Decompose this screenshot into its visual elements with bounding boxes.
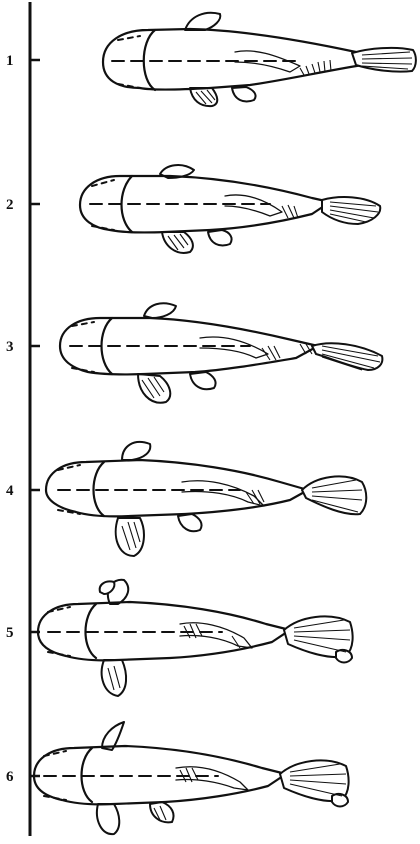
frame-label-3: 3 xyxy=(6,339,14,355)
tail-fin xyxy=(352,48,416,72)
frame-label-6: 6 xyxy=(6,769,14,785)
pectoral-fin-left xyxy=(116,518,144,556)
pelvic-fin-left xyxy=(190,372,216,389)
fish-frame-6 xyxy=(34,722,349,834)
frame-label-2: 2 xyxy=(6,197,14,213)
fish-frame-1 xyxy=(103,13,416,106)
fish-body xyxy=(46,460,308,516)
pelvic-fin-left xyxy=(208,230,232,246)
dorsal-hatch xyxy=(262,344,312,360)
pectoral-fin-left xyxy=(138,374,170,403)
dorsal-fin-left xyxy=(122,442,150,460)
pectoral-fin-left xyxy=(102,660,126,696)
dorsal-fin-left xyxy=(185,13,220,30)
tail-fin xyxy=(302,476,366,514)
pelvic-fin-left xyxy=(232,87,256,102)
dorsal-fin-left xyxy=(144,303,176,318)
frame-labels: 1 2 3 4 5 6 xyxy=(6,53,14,785)
frame-label-4: 4 xyxy=(6,483,14,499)
dorsal-hatch xyxy=(282,205,298,218)
pelvic-fin-left xyxy=(178,514,202,531)
dorsal-fin-body xyxy=(225,195,282,216)
frame-label-1: 1 xyxy=(6,53,14,69)
pelvic-fin-left xyxy=(150,802,174,822)
fish-frame-2 xyxy=(80,165,380,253)
pectoral-fin-left xyxy=(97,804,119,834)
dorsal-fin-body xyxy=(200,337,268,358)
dorsal-fin-body xyxy=(182,481,264,506)
fish-frame-4 xyxy=(46,442,366,556)
frame-label-5: 5 xyxy=(6,625,14,641)
fish-frame-3 xyxy=(60,303,382,402)
fish-frame-5 xyxy=(38,580,353,696)
